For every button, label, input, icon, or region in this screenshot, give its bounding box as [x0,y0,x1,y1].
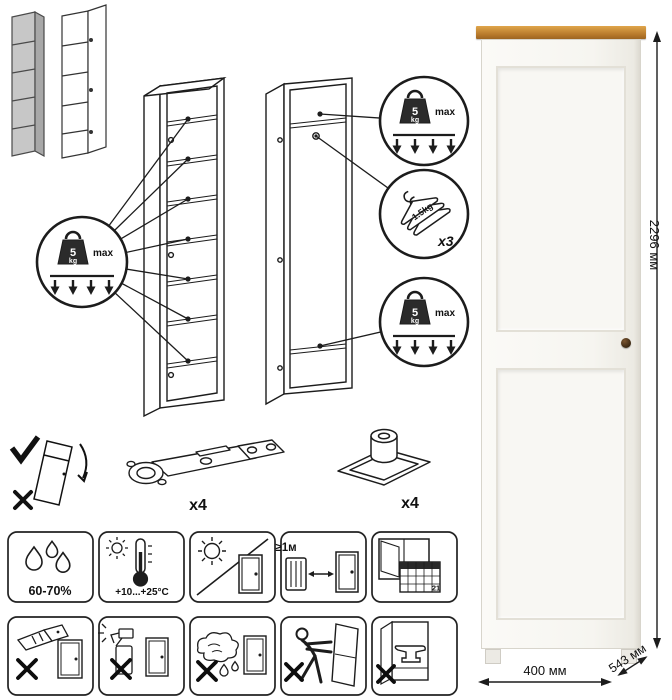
care-icon-heat-distance: ≥1м [275,531,367,603]
thumbnail-cabinets [11,4,107,159]
wardrobe-foot-left [485,649,501,664]
load-value: 5 [412,106,418,118]
load-unit: kg [411,117,419,124]
load-qualifier: max [435,308,455,319]
warning-icon-no-dragging [280,616,367,696]
width-dimension: 400 мм [523,663,566,678]
foot-count: x4 [401,495,419,512]
hanger-count: x3 [437,233,454,249]
load-value: 5 [412,307,418,319]
load-badge-bottom-shelf: 5 kg max [378,276,470,368]
cutter-icon [16,624,69,651]
load-badge-top-shelf: 5 kg max [378,75,470,167]
wood-top-board [476,26,646,39]
cabinet-glyph [145,637,169,677]
heat-distance-label: ≥1м [275,542,296,554]
humidity-label: 60-70% [28,584,71,598]
care-icon-ventilation: 21 [371,531,458,603]
wardrobe-foot-right [621,649,637,664]
foot-icon [337,428,431,486]
cabinet-glyph [57,639,83,679]
load-qualifier: max [435,107,455,118]
dimension-annotations: 2296 мм 400 мм 543 мм [478,31,662,686]
sun-icon [106,537,128,559]
cross-icon [110,658,132,680]
cross-icon [196,660,218,682]
cross-icon [284,662,304,682]
load-badge-hangers: 1.5kg x3 [378,168,470,260]
hanger-icon: 1.5kg [387,179,452,237]
anti-tip-warning-icon [9,435,88,510]
load-badge-shelf: 5 kg max [35,215,129,309]
cross-icon [13,490,33,510]
cabinet-glyph [331,623,359,687]
warning-icon-no-heavy-load [371,616,458,696]
calendar-day: 21 [432,584,440,593]
care-icon-humidity: 60-70% [7,531,94,603]
hinge-count: x4 [189,497,207,514]
wardrobe-cabinet-drawing [265,77,353,406]
sun-icon [198,537,226,565]
load-unit: kg [411,318,419,325]
cabinet-glyph [243,635,267,675]
height-dimension: 2296 мм [647,220,662,270]
cross-icon [16,658,38,680]
load-unit: kg [69,258,77,265]
person-pushing-icon [295,627,333,684]
warning-icon-no-wet-cloth [189,616,276,696]
door-knob [621,338,631,348]
radiator-icon [285,557,307,591]
anvil-icon [394,645,426,663]
hinge-icon [126,439,285,486]
shelf-cabinet-drawing [143,76,227,418]
cabinet-glyph [238,554,263,594]
cabinet-glyph [335,551,359,593]
cross-icon [376,664,396,684]
thermometer-icon [132,538,152,587]
door-panel-upper [496,66,626,332]
load-qualifier: max [93,248,113,259]
product-render [476,26,646,668]
temperature-label: +10...+25°С [115,587,168,598]
care-icon-sunlight [189,531,276,603]
load-value: 5 [70,247,76,259]
calendar-icon: 21 [399,561,441,593]
door-panel-lower [496,368,626,620]
wet-rag-icon [196,632,239,677]
distance-arrow [308,571,334,577]
care-icon-temperature: +10...+25°С [98,531,185,603]
wardrobe-body [481,39,641,649]
warning-icon-no-chemicals [98,616,185,696]
cabinet-glyph [380,620,429,686]
warning-icon-no-sharp-tools [7,616,94,696]
